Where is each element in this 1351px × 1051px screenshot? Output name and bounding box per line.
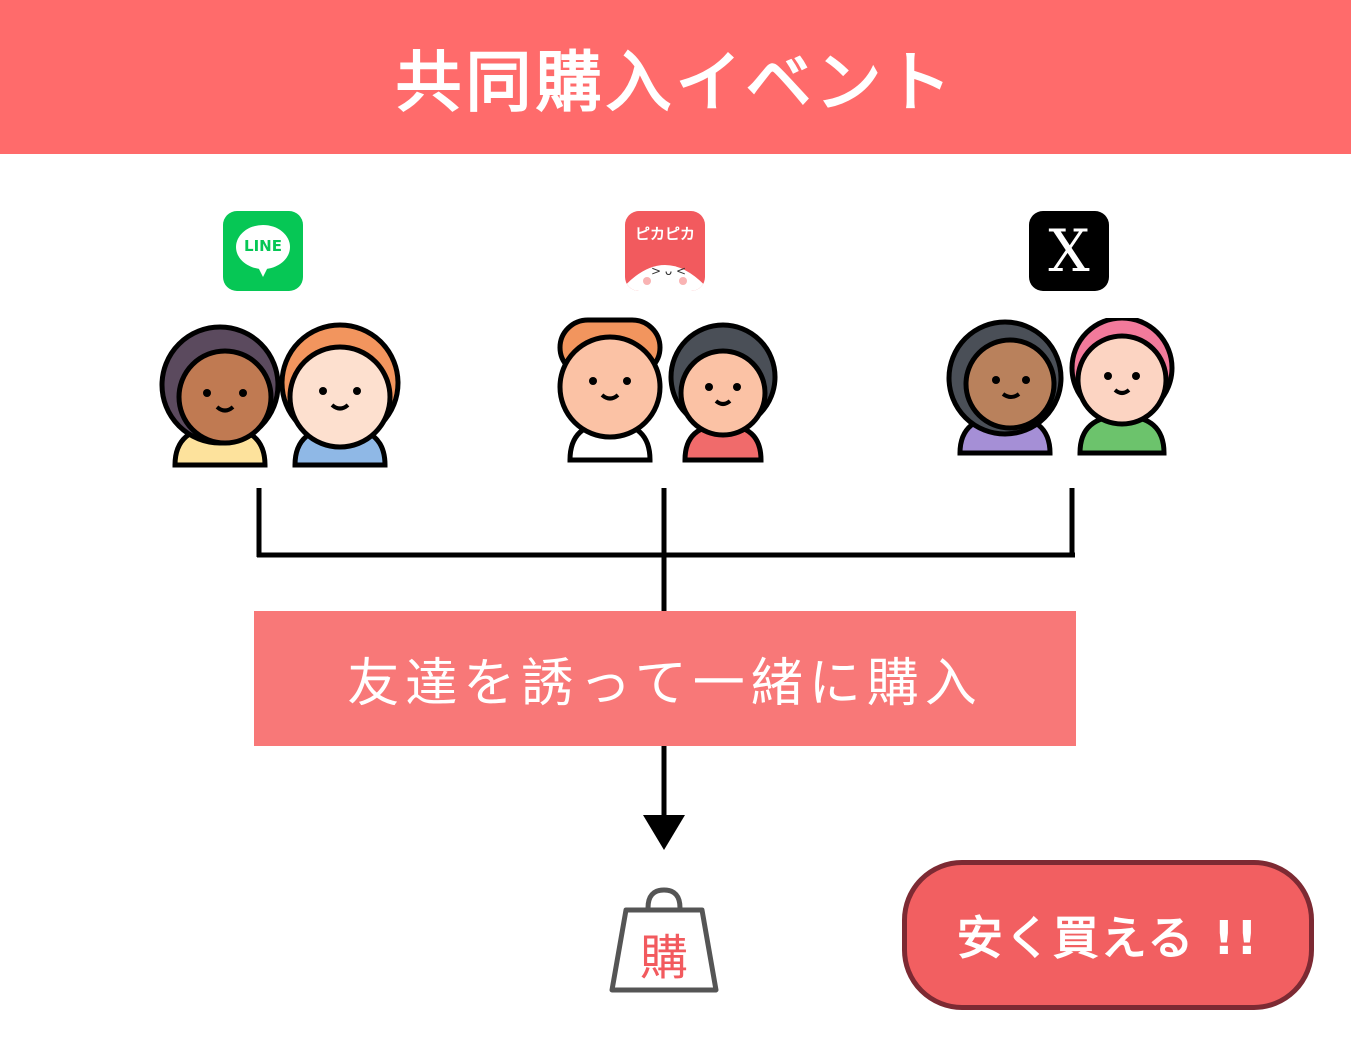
pikapika-logo-icon: > ᴗ < ピカピカ [625, 211, 705, 291]
people-group-line [159, 322, 401, 468]
bag-label: 購 [639, 930, 688, 986]
x-logo-icon: X [1029, 211, 1109, 291]
shopping-bag-icon [609, 887, 719, 993]
banner-text: 友達を誘って一緒に購入 [347, 654, 983, 714]
people-group-x [946, 318, 1175, 456]
people-group-pikapika [557, 317, 778, 463]
line-logo-icon: LINE [223, 211, 303, 291]
buy-cheap-button[interactable]: 安く買える !! [902, 860, 1314, 1010]
cta-label: 安く買える !! [956, 911, 1260, 965]
invite-banner: 友達を誘って一緒に購入 [254, 611, 1076, 746]
line-logo-text: LINE [244, 237, 282, 255]
page-title: 共同購入イベント [395, 44, 956, 121]
header-bar: 共同購入イベント [0, 0, 1351, 154]
pikapika-logo-text: ピカピカ [634, 225, 695, 243]
arrow-down-icon [643, 815, 685, 850]
x-logo-text: X [1048, 217, 1090, 285]
svg-text:> ᴗ <: > ᴗ < [651, 264, 686, 278]
